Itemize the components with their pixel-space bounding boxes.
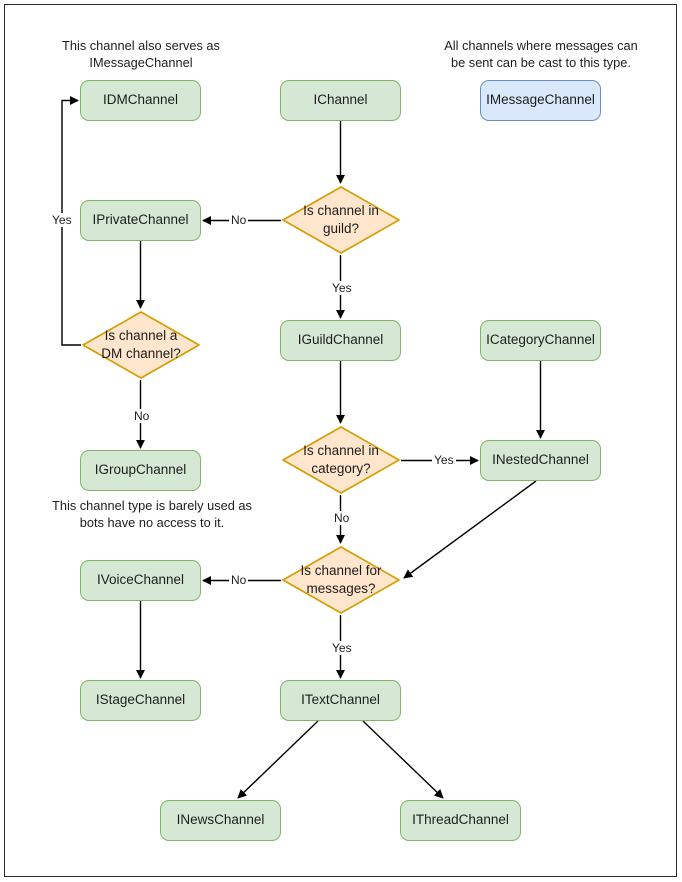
decision-label: Is channel in category? xyxy=(303,443,379,476)
diamond-shape xyxy=(282,546,400,614)
node-iprivatechannel[interactable]: IPrivateChannel xyxy=(80,200,201,241)
annotation-dm-channel: This channel also serves as IMessageChan… xyxy=(62,38,220,70)
edge-label-guild-yes: Yes xyxy=(330,281,354,295)
edge-label-messages-no: No xyxy=(229,573,249,587)
edge-inestedchannel-to-messages-decision xyxy=(403,480,537,579)
edge-itextchannel-to-inewschannel xyxy=(237,720,319,799)
node-inestedchannel[interactable]: INestedChannel xyxy=(480,440,601,481)
edge-label-messages-yes: Yes xyxy=(330,641,354,655)
decision-label: Is channel a DM channel? xyxy=(101,328,181,361)
decision-label: Is channel in guild? xyxy=(303,203,379,236)
edge-label-dm-no: No xyxy=(132,409,152,423)
edge-label-guild-no: No xyxy=(229,213,249,227)
decision-is-channel-dm[interactable]: Is channel a DM channel? xyxy=(81,310,201,380)
node-itextchannel[interactable]: ITextChannel xyxy=(280,680,401,721)
node-idmchannel[interactable]: IDMChannel xyxy=(80,80,201,121)
annotation-message-channel: All channels where messages can be sent … xyxy=(444,38,638,70)
node-inewschannel[interactable]: INewsChannel xyxy=(160,800,281,841)
node-ichannel[interactable]: IChannel xyxy=(280,80,401,121)
edge-label-category-yes: Yes xyxy=(432,453,456,467)
node-ithreadchannel[interactable]: IThreadChannel xyxy=(400,800,521,841)
node-ivoicechannel[interactable]: IVoiceChannel xyxy=(80,560,201,601)
edge-itextchannel-to-ithreadchannel xyxy=(362,720,444,799)
edge-label-dm-yes: Yes xyxy=(50,213,74,227)
edge-label-category-no: No xyxy=(332,511,352,525)
node-istagechannel[interactable]: IStageChannel xyxy=(80,680,201,721)
decision-is-channel-in-category[interactable]: Is channel in category? xyxy=(281,425,401,495)
decision-label: Is channel for messages? xyxy=(300,563,382,596)
diamond-shape xyxy=(282,426,400,494)
node-imessagechannel[interactable]: IMessageChannel xyxy=(480,80,601,121)
decision-is-channel-in-guild[interactable]: Is channel in guild? xyxy=(281,185,401,255)
node-iguildchannel[interactable]: IGuildChannel xyxy=(280,320,401,361)
diamond-shape xyxy=(82,311,200,379)
node-icategorychannel[interactable]: ICategoryChannel xyxy=(480,320,601,361)
diamond-shape xyxy=(282,186,400,254)
decision-is-channel-for-messages[interactable]: Is channel for messages? xyxy=(281,545,401,615)
annotation-group-channel: This channel type is barely used as bots… xyxy=(52,498,252,530)
node-igroupchannel[interactable]: IGroupChannel xyxy=(80,450,201,491)
